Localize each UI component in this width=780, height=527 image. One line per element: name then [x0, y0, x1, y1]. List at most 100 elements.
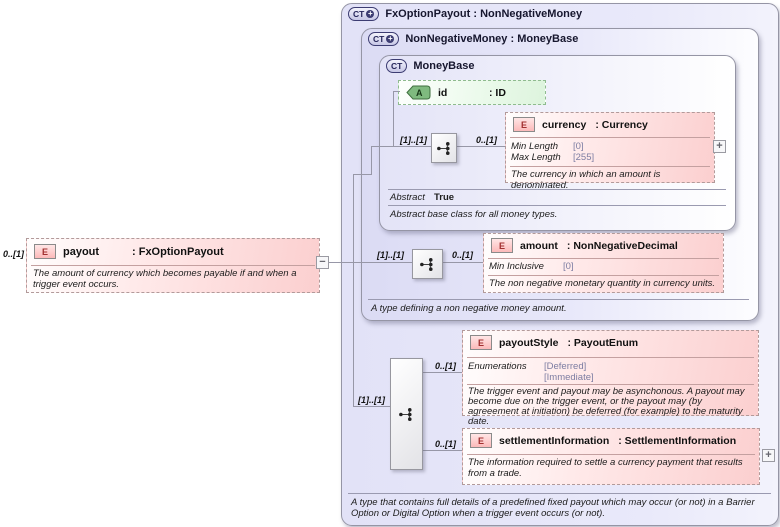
container-title: MoneyBase — [413, 60, 475, 72]
element-type: : SettlementInformation — [618, 434, 737, 447]
ct-badge-label: CT — [373, 34, 385, 44]
cardinality-label: 0..[1] — [452, 250, 474, 260]
element-box-payoutstyle[interactable]: E payoutStyle : PayoutEnum Enumerations … — [462, 330, 759, 427]
element-box-payout[interactable]: E payout : FxOptionPayout The amount of … — [26, 238, 320, 293]
abstract-facet-row: Abstract True — [390, 192, 454, 203]
connector-line — [318, 262, 412, 263]
element-badge: E — [470, 335, 492, 350]
ct-badge-label: CT — [391, 61, 403, 71]
element-type: : NonNegativeDecimal — [566, 239, 678, 252]
collapse-toggle[interactable]: − — [316, 256, 329, 269]
expand-toggle[interactable]: + — [713, 140, 726, 153]
divider — [467, 357, 754, 358]
facet-row: Max Length [255] — [511, 152, 594, 163]
connector-line — [421, 372, 462, 373]
element-annotation: The trigger event and payout may be asyn… — [468, 386, 745, 427]
nonnegativemoney-annotation: A type defining a non negative money amo… — [371, 303, 567, 314]
attribute-name: id — [438, 86, 448, 99]
expand-toggle[interactable]: + — [762, 449, 775, 462]
element-box-settlementinformation[interactable]: E settlementInformation : SettlementInfo… — [462, 428, 760, 485]
facet-value: True — [434, 192, 455, 203]
element-title: E amount : NonNegativeDecimal — [484, 234, 723, 257]
divider — [467, 384, 754, 385]
divider — [388, 205, 726, 206]
facet-name: Enumerations — [468, 361, 527, 372]
facet-row: Min Inclusive [0] — [489, 261, 574, 272]
sequence-icon — [436, 141, 450, 155]
cardinality-label: 0..[1] — [476, 135, 498, 145]
facet-row: Enumerations [Deferred] [Immediate] — [468, 361, 594, 383]
cardinality-label: [1]..[1] — [358, 395, 385, 405]
plus-icon: + — [386, 34, 395, 43]
attribute-badge-icon: A — [406, 85, 431, 100]
sequence-compositor[interactable] — [390, 358, 423, 470]
moneybase-annotation: Abstract base class for all money types. — [390, 209, 558, 220]
element-annotation: The amount of currency which becomes pay… — [33, 268, 297, 290]
sequence-compositor[interactable] — [431, 133, 457, 163]
divider — [510, 166, 710, 167]
connector-line — [353, 406, 390, 407]
facet-value: [Deferred] — [544, 361, 587, 372]
element-name: payout — [63, 245, 100, 258]
complex-type-badge: CT + — [348, 7, 380, 21]
attribute-badge-label: A — [416, 88, 423, 98]
facet-values: [Deferred] [Immediate] — [544, 361, 594, 383]
element-type: : FxOptionPayout — [132, 245, 224, 258]
element-name: currency — [542, 118, 587, 131]
divider — [388, 189, 726, 190]
connector-line — [371, 146, 431, 147]
element-annotation: The currency in which an amount is denom… — [511, 169, 661, 191]
facet-row: Min Length [0] — [511, 141, 584, 152]
element-box-currency[interactable]: E currency : Currency Min Length [0] Max… — [505, 112, 715, 191]
attribute-box-id[interactable]: A id : ID — [398, 80, 546, 105]
connector-line — [421, 450, 462, 451]
cardinality-label: [1]..[1] — [400, 135, 427, 145]
element-annotation: The non negative monetary quantity in cu… — [489, 278, 716, 289]
sequence-icon — [420, 257, 433, 271]
connector-line — [441, 262, 483, 263]
cardinality-label: [1]..[1] — [377, 250, 404, 260]
divider — [488, 258, 719, 259]
facet-value: [Immediate] — [544, 372, 594, 383]
element-box-amount[interactable]: E amount : NonNegativeDecimal Min Inclus… — [483, 233, 724, 293]
element-annotation: The information required to settle a cur… — [468, 457, 743, 479]
sequence-compositor[interactable] — [412, 249, 443, 279]
fxoptionpayout-annotation: A type that contains full details of a p… — [351, 497, 755, 519]
divider — [31, 265, 315, 266]
divider — [510, 137, 710, 138]
cardinality-label: 0..[1] — [435, 361, 457, 371]
divider — [348, 493, 771, 494]
facet-value: [0] — [563, 261, 574, 272]
divider — [488, 275, 719, 276]
element-title: E payout : FxOptionPayout — [27, 239, 319, 264]
container-title: NonNegativeMoney : MoneyBase — [405, 33, 579, 45]
attribute-title: A id : ID — [399, 81, 545, 104]
element-badge: E — [513, 117, 535, 132]
cardinality-label: 0..[1] — [435, 439, 457, 449]
attribute-type: : ID — [489, 86, 506, 99]
moneybase-header: CT MoneyBase — [386, 59, 474, 73]
facet-value: [0] — [573, 141, 584, 152]
cardinality-label: 0..[1] — [3, 249, 25, 259]
element-name: amount — [520, 239, 558, 252]
fxoptionpayout-header: CT + FxOptionPayout : NonNegativeMoney — [348, 7, 582, 21]
connector-line — [393, 91, 400, 92]
plus-icon: + — [366, 9, 375, 18]
element-type: : Currency — [595, 118, 648, 131]
connector-line — [393, 91, 394, 147]
element-badge: E — [470, 433, 492, 448]
element-name: settlementInformation — [499, 434, 610, 447]
connector-line — [371, 146, 372, 175]
connector-line — [455, 146, 505, 147]
facet-name: Max Length — [511, 152, 561, 163]
divider — [368, 299, 749, 300]
element-badge: E — [34, 244, 56, 259]
complex-type-badge: CT + — [368, 32, 400, 46]
facet-name: Abstract — [390, 192, 425, 203]
connector-line — [353, 174, 372, 175]
element-title: E payoutStyle : PayoutEnum — [463, 331, 758, 354]
facet-name: Min Inclusive — [489, 261, 544, 272]
facet-name: Min Length — [511, 141, 559, 152]
divider — [467, 454, 755, 455]
